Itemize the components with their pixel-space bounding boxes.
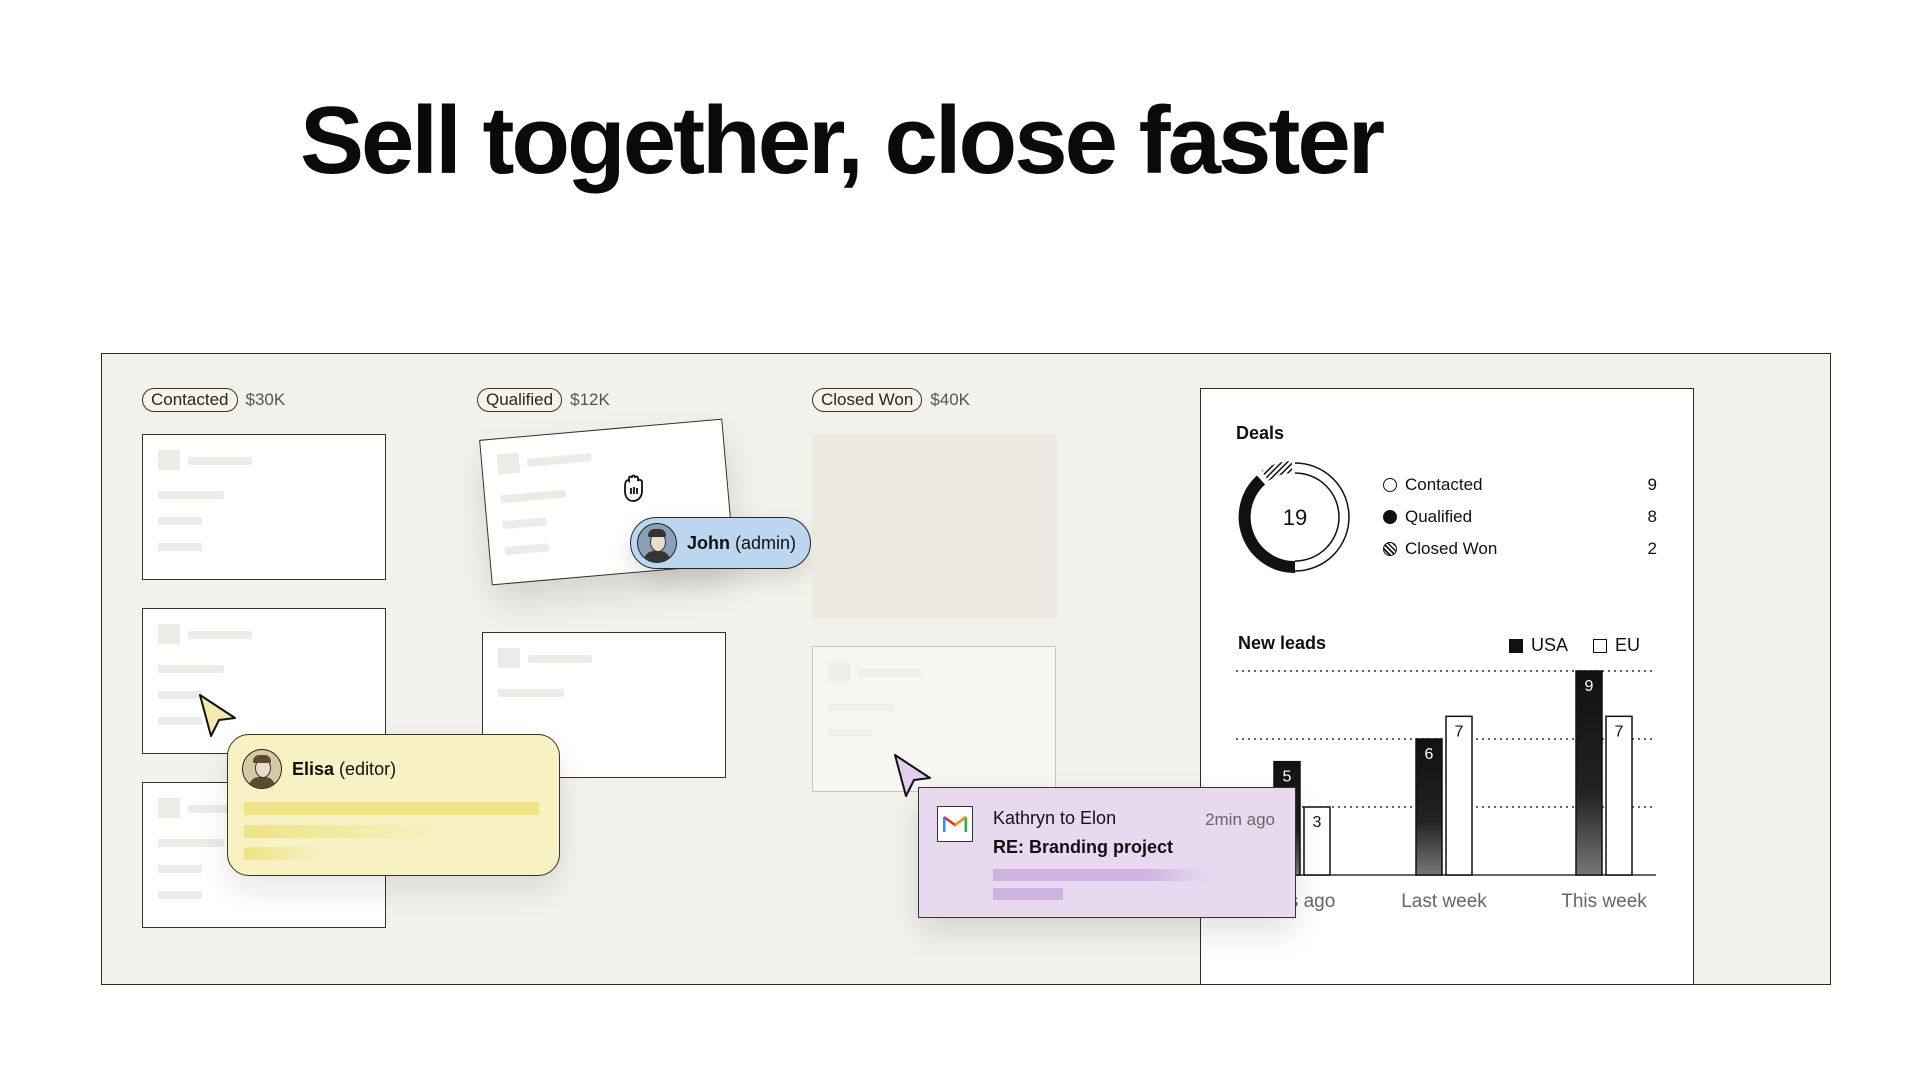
donut-segment-contacted [1294, 462, 1350, 572]
card-line [526, 453, 592, 467]
stage-closed-won-header[interactable]: Closed Won $40K [812, 388, 970, 412]
filled-square-icon [1509, 638, 1523, 653]
collaborator-label: John (admin) [687, 532, 797, 553]
deal-card[interactable] [142, 434, 386, 580]
donut-segment-qualified [1238, 475, 1296, 574]
bar-usa [1415, 738, 1443, 876]
deal-card[interactable] [142, 608, 386, 754]
card-line [188, 457, 252, 465]
stage-amount: $40K [930, 390, 970, 409]
card-line [504, 543, 550, 556]
email-sender: Kathryn to Elon [993, 808, 1117, 828]
filled-dot-icon [1383, 510, 1397, 524]
card-thumb [158, 450, 180, 470]
card-line [502, 517, 547, 530]
bar-value-label: 5 [1283, 769, 1292, 786]
card-line [158, 665, 224, 673]
card-line [158, 543, 202, 551]
legend-contacted: Contacted 9 [1383, 475, 1657, 495]
donut-total: 19 [1283, 505, 1307, 530]
stage-amount: $12K [570, 390, 610, 409]
note-line [244, 802, 539, 815]
pointer-cursor-icon [199, 694, 236, 737]
bar-value-label: 7 [1615, 723, 1624, 740]
stage-amount: $30K [245, 390, 286, 409]
bar-value-label: 7 [1455, 723, 1464, 740]
card-thumb [828, 662, 850, 682]
bar-value-label: 3 [1313, 814, 1322, 831]
legend-eu: EU [1593, 635, 1640, 656]
donut-segment-closed-won [1261, 461, 1293, 482]
stage-qualified-header[interactable]: Qualified $12K [477, 388, 610, 412]
bar-value-label: 6 [1425, 746, 1434, 763]
email-subject: RE: Branding project [993, 837, 1174, 857]
email-time: 2min ago [1205, 810, 1275, 829]
card-line [858, 669, 922, 677]
pipeline-board: Contacted $30K Qualified $12K Closed Won… [101, 353, 1831, 985]
email-preview-line [993, 888, 1063, 900]
drop-placeholder [812, 434, 1057, 619]
legend-closed-won: Closed Won 2 [1383, 539, 1657, 559]
chart-title: New leads [1238, 633, 1327, 653]
stage-pill: Qualified [477, 388, 563, 412]
card-line [500, 489, 567, 504]
deal-card[interactable] [482, 632, 726, 778]
page-headline: Sell together, close faster [300, 87, 1385, 194]
note-author: Elisa (editor) [242, 749, 396, 789]
bar-value-label: 9 [1585, 678, 1594, 695]
email-preview-line [993, 869, 1209, 881]
outline-square-icon [1593, 638, 1607, 653]
gmail-icon [937, 806, 973, 842]
pointer-cursor-icon [894, 754, 931, 797]
stage-contacted-header[interactable]: Contacted $30K [142, 388, 285, 412]
collaborator-note-elisa[interactable]: Elisa (editor) [227, 734, 560, 876]
stage-pill: Contacted [142, 388, 238, 412]
note-line [244, 825, 449, 838]
hatched-dot-icon [1383, 542, 1397, 556]
x-tick-label: Last week [1401, 891, 1487, 912]
card-line [158, 717, 202, 725]
card-line [828, 703, 894, 711]
card-line [158, 839, 224, 847]
collaborator-label: Elisa (editor) [292, 758, 397, 779]
bar-eu [1605, 715, 1633, 876]
grab-hand-icon [624, 474, 643, 502]
card-line [158, 865, 202, 873]
collaborator-badge-john[interactable]: John (admin) [630, 517, 812, 569]
card-line [828, 729, 872, 737]
card-thumb [158, 624, 180, 644]
bar-eu [1303, 806, 1331, 876]
card-line [528, 655, 592, 663]
card-line [158, 691, 202, 699]
legend-usa: USA [1509, 635, 1568, 656]
outline-dot-icon [1383, 478, 1397, 492]
card-line [498, 689, 564, 697]
bar-eu [1445, 715, 1473, 876]
deal-card[interactable] [812, 646, 1056, 792]
card-line [158, 491, 224, 499]
elisa-avatar [242, 749, 282, 789]
note-line [244, 847, 324, 860]
card-line [158, 517, 202, 525]
x-tick-label: This week [1561, 891, 1647, 912]
card-line [158, 891, 202, 899]
card-thumb [158, 798, 180, 818]
card-thumb [498, 648, 520, 668]
bar-usa [1575, 670, 1603, 876]
card-line [188, 805, 252, 813]
card-line [188, 631, 252, 639]
john-avatar [637, 523, 677, 563]
deals-title: Deals [1236, 423, 1285, 443]
email-notification[interactable]: Kathryn to Elon 2min ago RE: Branding pr… [918, 787, 1296, 918]
card-thumb [496, 452, 521, 475]
legend-qualified: Qualified 8 [1383, 507, 1657, 527]
stage-pill: Closed Won [812, 388, 923, 412]
deals-donut-chart: 19 [1238, 461, 1350, 574]
